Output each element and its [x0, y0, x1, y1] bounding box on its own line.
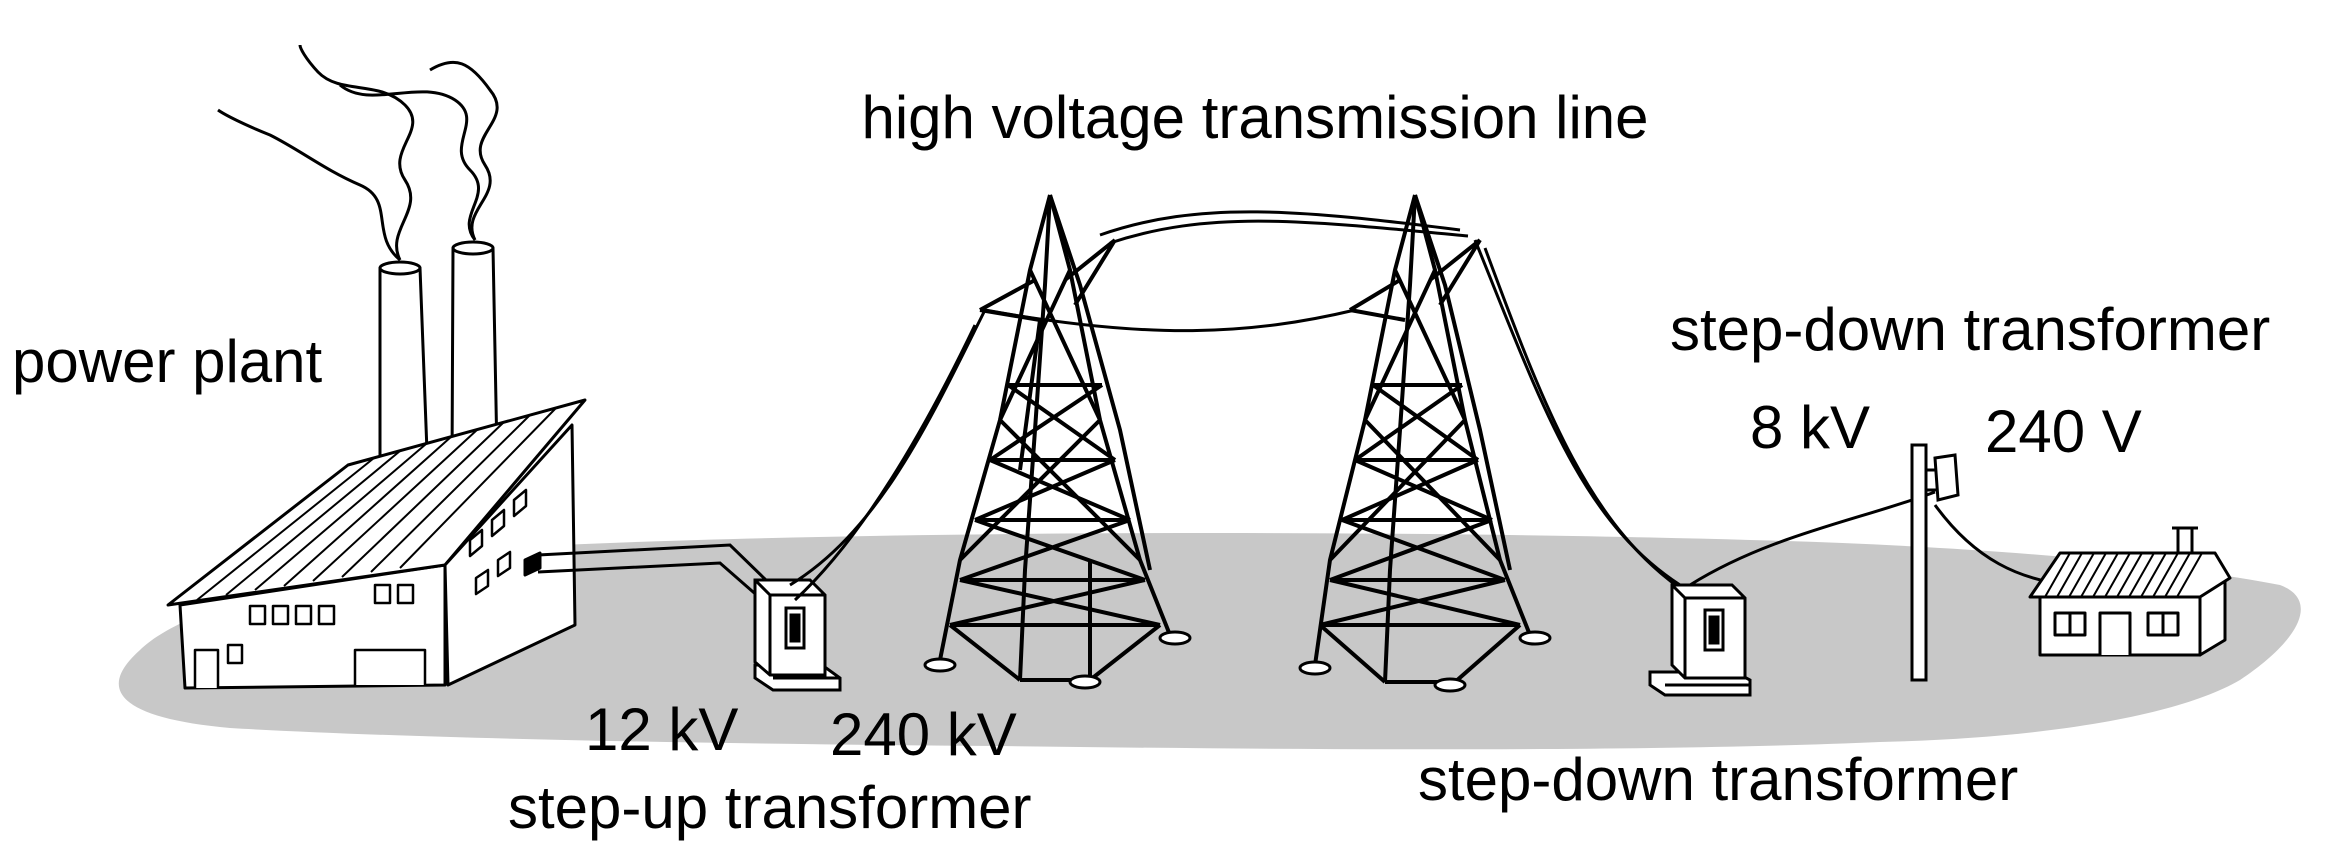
plant-cable — [537, 543, 770, 600]
house-icon — [2028, 526, 2232, 657]
step-down-transformer-lower-label: step-down transformer — [1418, 746, 2018, 813]
power-plant-label: power plant — [12, 328, 323, 395]
step-up-transformer-icon — [753, 578, 842, 692]
step-up-input-voltage: 12 kV — [585, 696, 738, 763]
transmission-tower-right-icon — [1313, 194, 1532, 684]
transmission-tower-left-icon — [938, 194, 1172, 682]
step-down-transformer-1-icon — [1648, 583, 1752, 697]
diagram-title: high voltage transmission line — [861, 84, 1648, 151]
ground-area — [118, 533, 2301, 750]
transmission-wires — [789, 210, 2071, 602]
step-up-transformer-label: step-up transformer — [508, 774, 1032, 841]
step-down-transformer-upper-label: step-down transformer — [1670, 296, 2270, 363]
utility-pole-icon — [1910, 443, 1960, 682]
step-up-output-voltage: 240 kV — [830, 701, 1017, 768]
step-down-output-voltage: 240 V — [1985, 398, 2142, 465]
step-down-input-voltage: 8 kV — [1750, 394, 1870, 461]
power-plant-icon — [166, 44, 587, 690]
